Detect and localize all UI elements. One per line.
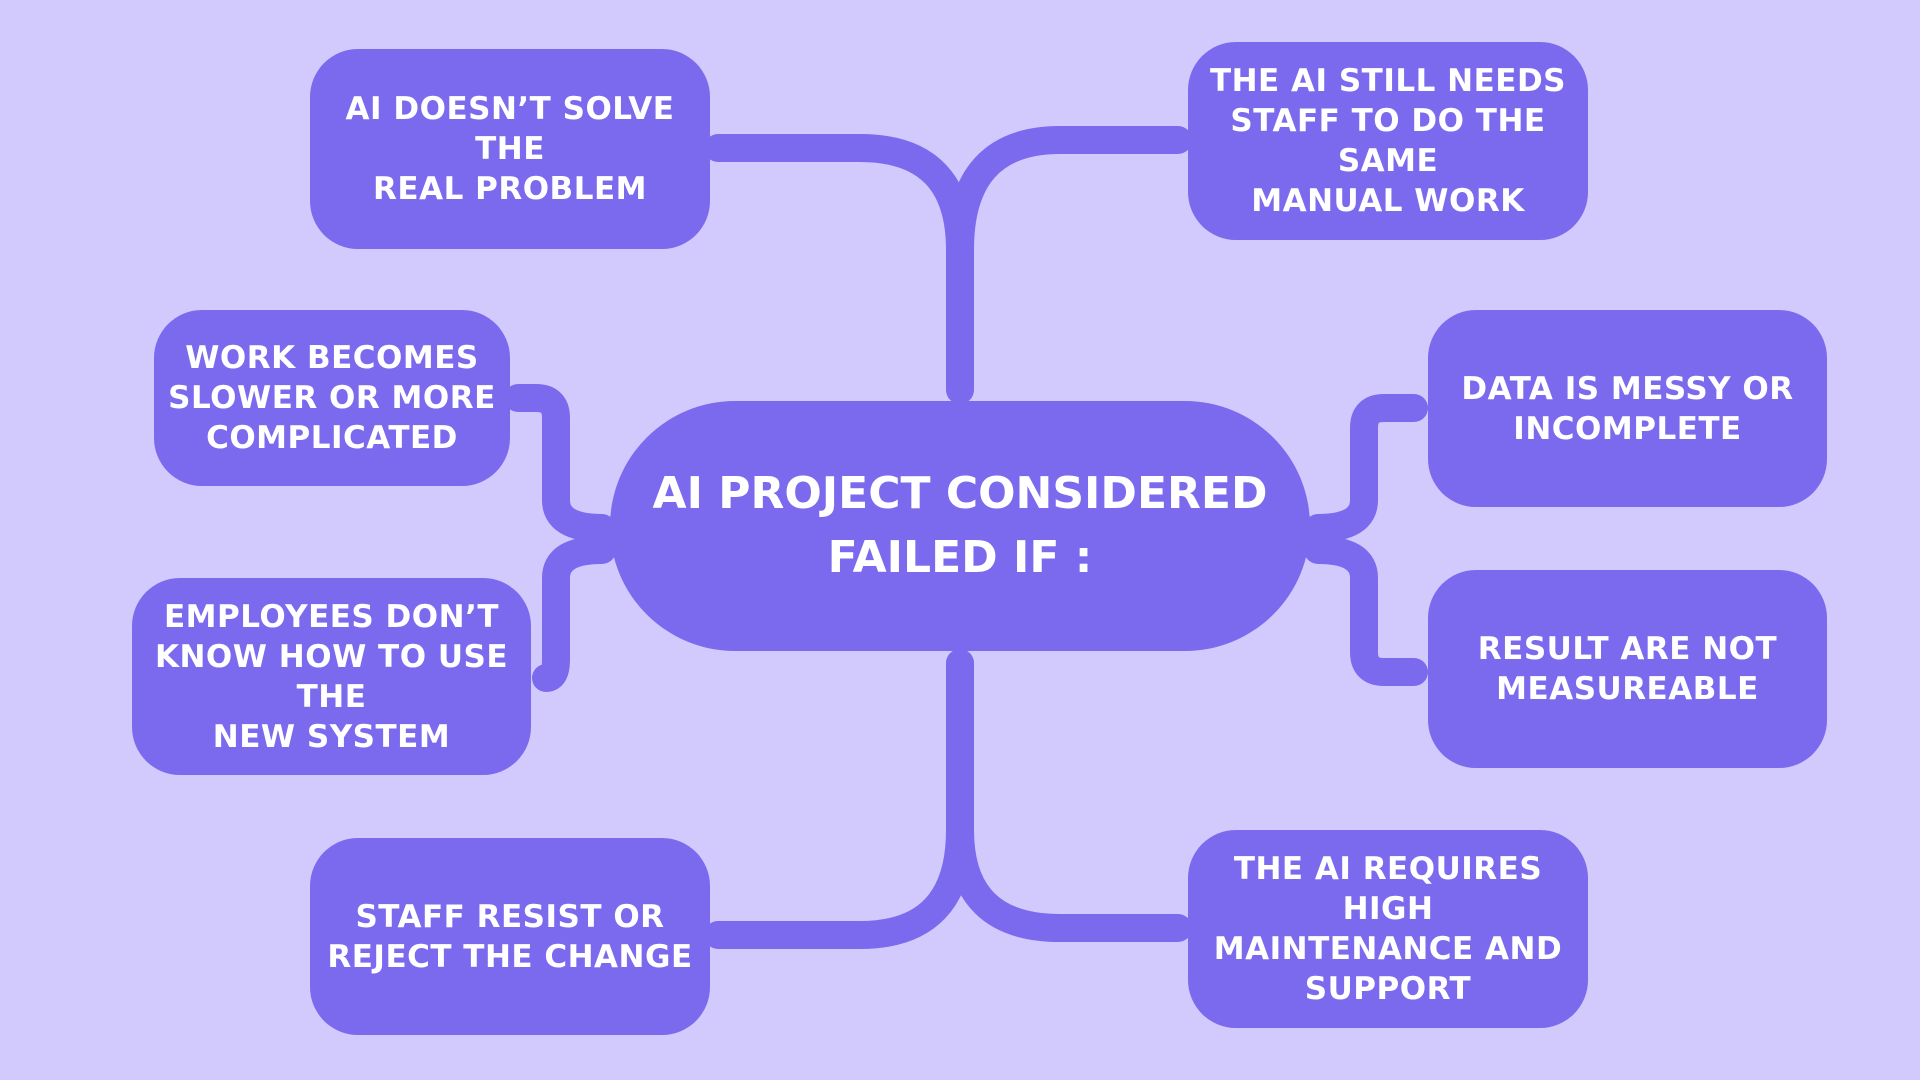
node-text: THE AI STILL NEEDS STAFF TO DO THE SAME …: [1209, 63, 1567, 219]
connector-left-upper: [504, 384, 616, 542]
node-staff-manual-work: THE AI STILL NEEDS STAFF TO DO THE SAME …: [1188, 42, 1588, 240]
connector-bottom-right: [946, 816, 1192, 942]
node-data-messy: DATA IS MESSY OR INCOMPLETE: [1428, 310, 1827, 507]
node-ai-doesnt-solve-problem: AI DOESN’T SOLVE THE REAL PROBLEM: [310, 49, 710, 249]
node-text: DATA IS MESSY OR INCOMPLETE: [1461, 370, 1794, 447]
node-employees-training: EMPLOYEES DON’T KNOW HOW TO USE THE NEW …: [132, 578, 531, 775]
node-text: EMPLOYEES DON’T KNOW HOW TO USE THE NEW …: [154, 598, 509, 755]
node-staff-resist: STAFF RESIST OR REJECT THE CHANGE: [310, 838, 710, 1035]
connector-right-upper: [1304, 394, 1428, 542]
node-text: WORK BECOMES SLOWER OR MORE COMPLICATED: [168, 340, 496, 456]
connector-top-right: [946, 126, 1192, 264]
node-work-slower: WORK BECOMES SLOWER OR MORE COMPLICATED: [154, 310, 510, 486]
connector-top-left: [704, 134, 974, 404]
connector-left-lower: [532, 536, 616, 692]
node-text: RESULT ARE NOT MEASUREABLE: [1477, 631, 1778, 707]
connector-right-lower: [1304, 536, 1428, 686]
node-text: THE AI REQUIRES HIGH MAINTENANCE AND SUP…: [1213, 851, 1563, 1007]
central-topic-node: AI PROJECT CONSIDERED FAILED IF :: [610, 401, 1310, 651]
node-text: STAFF RESIST OR REJECT THE CHANGE: [327, 898, 693, 975]
central-topic-text: AI PROJECT CONSIDERED FAILED IF :: [652, 468, 1268, 583]
node-high-maintenance: THE AI REQUIRES HIGH MAINTENANCE AND SUP…: [1188, 830, 1588, 1028]
node-text: AI DOESN’T SOLVE THE REAL PROBLEM: [345, 91, 675, 207]
connector-bottom-left: [704, 649, 974, 949]
node-result-not-measurable: RESULT ARE NOT MEASUREABLE: [1428, 570, 1827, 768]
